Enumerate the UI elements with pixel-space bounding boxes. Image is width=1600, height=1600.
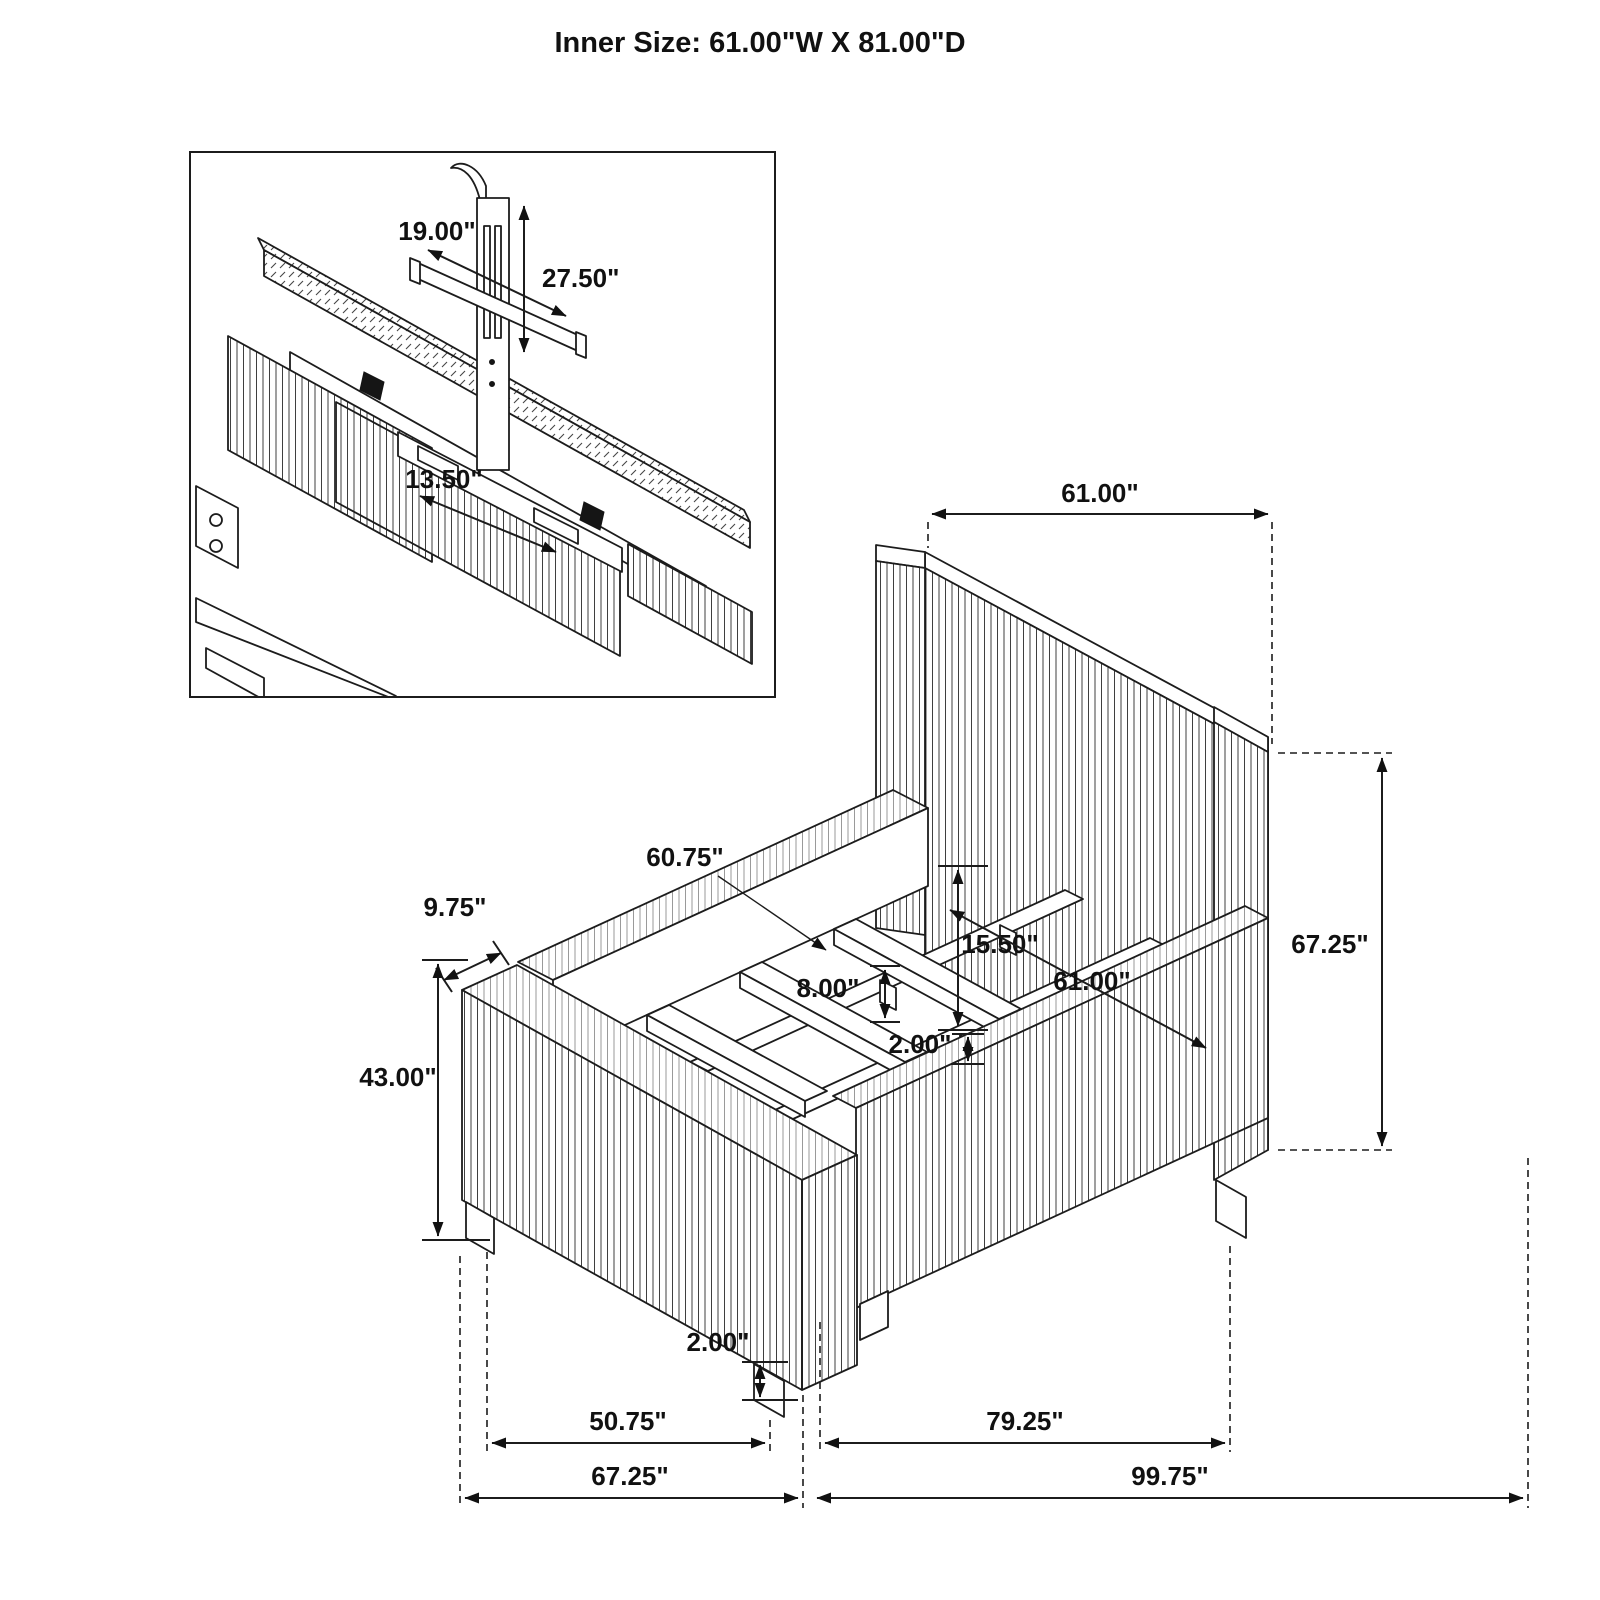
headboard-right-leg bbox=[1215, 1179, 1247, 1239]
dim-side-rail-label: 60.75" bbox=[646, 842, 723, 872]
dim-cleat-length: 13.50" bbox=[405, 464, 557, 553]
page-title: Inner Size: 61.00"W X 81.00"D bbox=[554, 27, 965, 59]
dim-headboard-height-label: 67.25" bbox=[1291, 929, 1368, 959]
inset-post-hook bbox=[450, 162, 487, 201]
dim-headboard-width-label: 61.00" bbox=[1061, 478, 1138, 508]
dim-footboard-width: 67.25" bbox=[459, 1256, 804, 1508]
inset-clip-right bbox=[579, 501, 605, 531]
dim-total-length-label: 99.75" bbox=[1131, 1461, 1208, 1491]
right-rail-leg bbox=[859, 1290, 889, 1341]
dim-total-length: 99.75" bbox=[816, 1158, 1529, 1508]
dim-leg-height: 2.00" bbox=[687, 1327, 798, 1401]
slat bbox=[646, 1004, 828, 1118]
dim-slat-thickness-label: 2.00" bbox=[889, 1029, 952, 1059]
left-side-rail bbox=[517, 789, 929, 1059]
dim-headboard-width: 61.00" bbox=[927, 478, 1273, 744]
dim-slat-thickness: 2.00" bbox=[889, 1029, 984, 1065]
inset-frame-bracket bbox=[205, 647, 265, 696]
inset-art: 19.00" 27.50" 13.50" bbox=[195, 162, 753, 696]
dim-footboard-inner-width-label: 50.75" bbox=[589, 1406, 666, 1436]
inset-clip-left bbox=[359, 371, 385, 401]
dim-leg-height-label: 2.00" bbox=[687, 1327, 750, 1357]
dim-footboard-inner-width: 50.75" bbox=[486, 1252, 771, 1452]
dim-mount-height-label: 27.50" bbox=[542, 263, 619, 293]
dim-cleat-length-label: 13.50" bbox=[405, 464, 482, 494]
inset-frame-plate bbox=[195, 485, 239, 569]
dim-inner-width-label: 61.00" bbox=[1053, 966, 1130, 996]
dim-side-length: 79.25" bbox=[819, 1246, 1231, 1452]
footboard-end-face bbox=[801, 1154, 858, 1391]
dim-side-rail-callout: 60.75" bbox=[646, 842, 827, 951]
dim-inner-width: 61.00" bbox=[949, 909, 1207, 1049]
dim-footboard-height-label: 43.00" bbox=[359, 1062, 436, 1092]
dim-footboard-depth-label: 9.75" bbox=[424, 892, 487, 922]
dim-frame-rail-height: 8.00" bbox=[797, 965, 900, 1023]
dim-footboard-depth: 9.75" bbox=[424, 892, 510, 993]
dim-footboard-width-label: 67.25" bbox=[591, 1461, 668, 1491]
inset-frame-bar bbox=[195, 597, 397, 696]
dim-mount-height: 27.50" bbox=[518, 205, 619, 353]
inset-box: 19.00" 27.50" 13.50" bbox=[189, 151, 776, 698]
dim-frame-rail-height-label: 8.00" bbox=[797, 973, 860, 1003]
inset-ribbed-panel-right bbox=[627, 543, 753, 665]
dim-headboard-height: 67.25" bbox=[1278, 752, 1392, 1151]
dim-rail-inner-height-label: 15.50" bbox=[961, 929, 1038, 959]
dim-bracket-width: 19.00" bbox=[398, 216, 567, 317]
dim-side-length-label: 79.25" bbox=[986, 1406, 1063, 1436]
dim-bracket-width-label: 19.00" bbox=[398, 216, 475, 246]
dim-footboard-height: 43.00" bbox=[359, 959, 490, 1241]
